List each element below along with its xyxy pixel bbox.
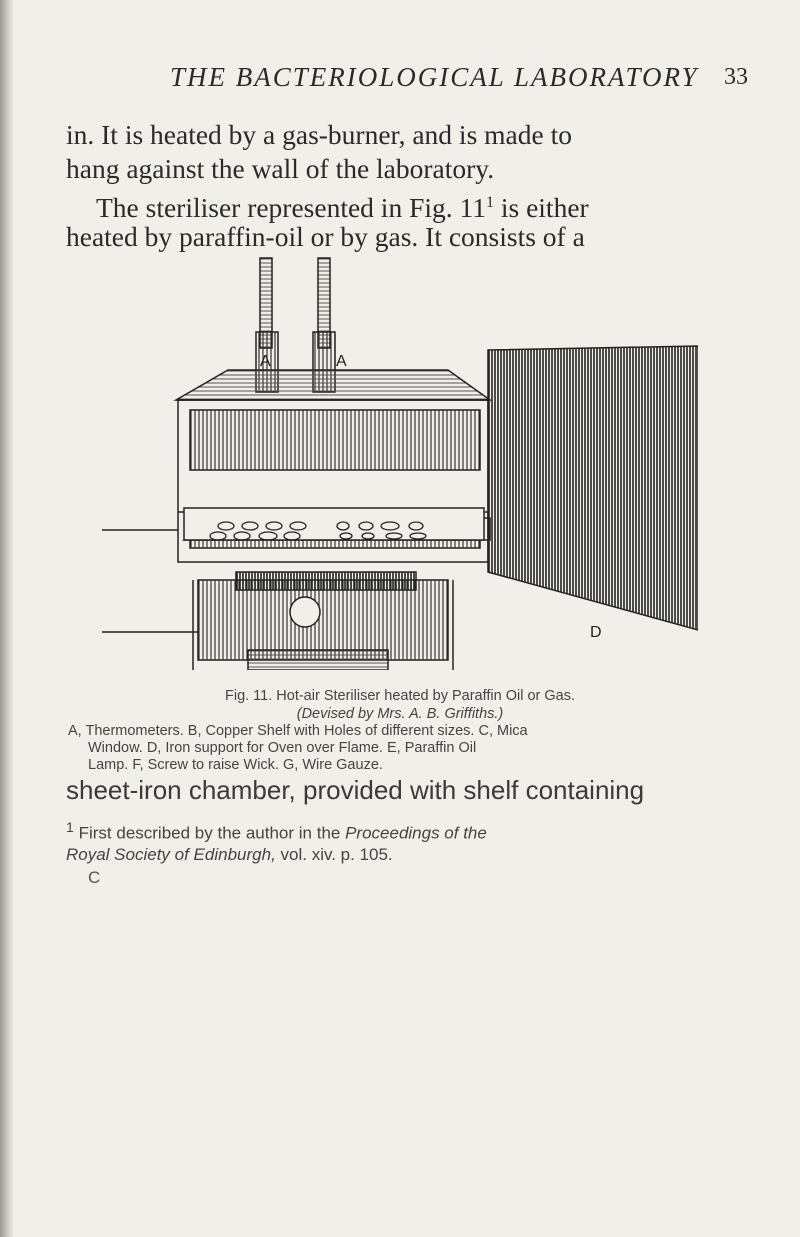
figure-caption-key: A, Thermometers. B, Copper Shelf with Ho…	[68, 723, 748, 774]
signature-mark: C	[88, 868, 101, 887]
footnote-line-2: Royal Society of Edinburgh, vol. xiv. p.…	[66, 844, 766, 865]
label-a-left: A	[260, 353, 271, 370]
footnote: 1 First described by the author in the P…	[66, 818, 766, 865]
footnote-line-1: 1 First described by the author in the P…	[66, 818, 766, 844]
page-header: THE BACTERIOLOGICAL LABORATORY 33	[0, 62, 800, 96]
caption-key-line-3: Lamp. F, Screw to raise Wick. G, Wire Ga…	[88, 757, 383, 773]
page-number: 33	[724, 64, 748, 90]
footnote-italic-b: Royal Society of Edinburgh,	[66, 844, 276, 864]
steriliser-figure: A A B C D	[102, 257, 698, 670]
footnote-text-b: vol. xiv. p. 105.	[275, 844, 393, 864]
figure-caption-title: Fig. 11. Hot-air Steriliser heated by Pa…	[224, 688, 576, 704]
footnote-marker: 1	[66, 820, 74, 836]
caption-key-line-1: A, Thermometers. B, Copper Shelf with Ho…	[68, 723, 528, 739]
footnote-ref: 1	[485, 194, 494, 211]
footnote-italic-a: Proceedings of the	[345, 823, 487, 843]
figure-caption-credit: (Devised by Mrs. A. B. Griffiths.)	[296, 706, 504, 722]
body-line-3-b: is either	[493, 192, 589, 224]
running-head: THE BACTERIOLOGICAL LABORATORY	[170, 62, 699, 92]
body-line-2: hang against the wall of the laboratory.	[66, 153, 495, 184]
label-a-right: A	[336, 353, 347, 370]
continuation-line: sheet-iron chamber, provided with shelf …	[66, 775, 645, 805]
body-line-4: heated by paraffin-oil or by gas. It con…	[66, 221, 585, 252]
body-line-1: in. It is heated by a gas-burner, and is…	[66, 119, 572, 150]
caption-key-line-2: Window. D, Iron support for Oven over Fl…	[88, 740, 477, 756]
label-d: D	[590, 624, 602, 641]
body-line-3: The steriliser represented in Fig. 111 i…	[96, 186, 589, 225]
body-line-3-a: The steriliser represented in Fig. 11	[96, 192, 486, 224]
page-edge-shadow	[0, 0, 14, 1237]
footnote-text-a: First described by the author in the	[73, 823, 346, 843]
